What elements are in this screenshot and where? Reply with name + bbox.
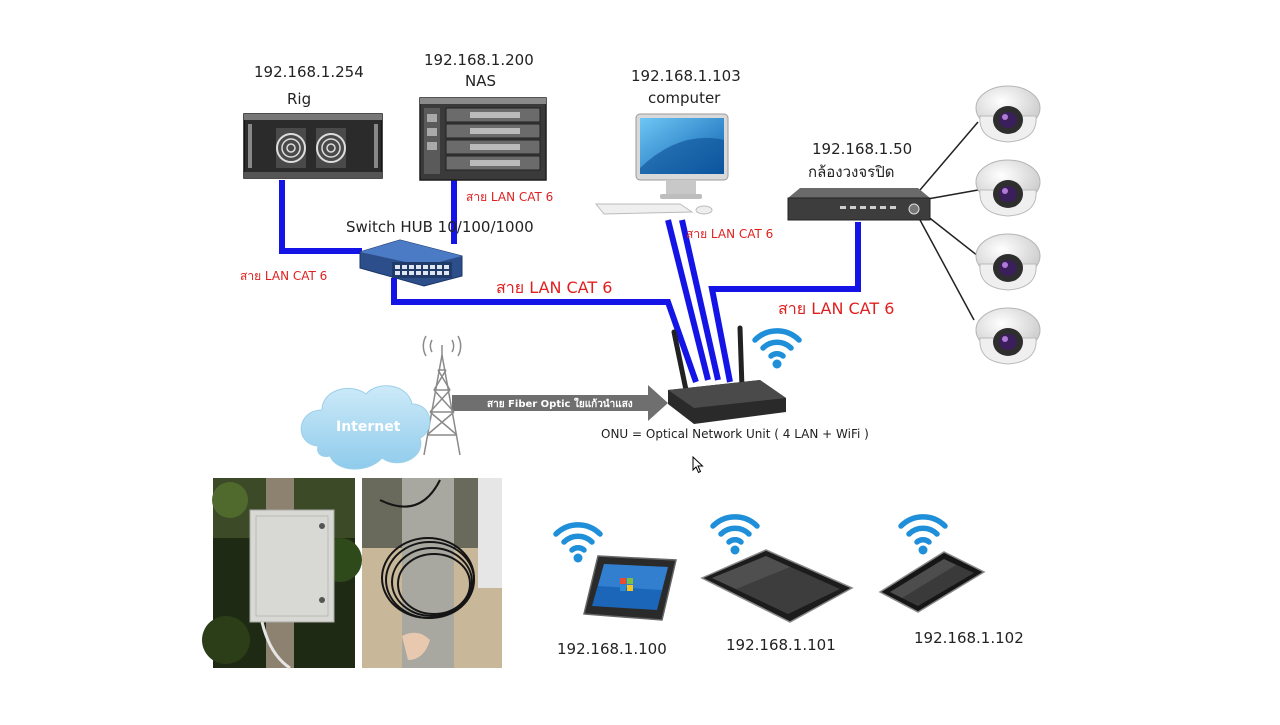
cable-label-nas: สาย LAN CAT 6 [466, 190, 554, 204]
dome-camera-icon [975, 233, 1041, 291]
nas-ip-label: 192.168.1.200 [424, 51, 534, 69]
cable-label-computer: สาย LAN CAT 6 [686, 227, 774, 241]
wifi-icon [755, 331, 799, 369]
onu-name-label: ONU = Optical Network Unit ( 4 LAN + WiF… [601, 427, 869, 441]
cable-computer-onu-a [665, 219, 711, 381]
cable-computer-onu-b [679, 219, 721, 381]
rig-device [243, 113, 383, 179]
fiber-cable-label: สาย Fiber Optic ใยแก้วนำแสง [487, 399, 633, 410]
fiber-arrow [452, 385, 668, 421]
internet-label: Internet [336, 419, 401, 435]
mouse-cursor-icon [692, 456, 704, 474]
fan-icon [316, 128, 346, 168]
cctv-ip-label: 192.168.1.50 [812, 140, 913, 158]
tablet-small-ip-label: 192.168.1.100 [557, 640, 667, 658]
switch-device [359, 239, 463, 287]
cctv-cameras [975, 85, 1041, 365]
computer-name-label: computer [648, 89, 721, 107]
tablet-small-device [583, 555, 677, 621]
cable-switch-onu [391, 278, 699, 383]
nas-device [419, 97, 547, 181]
onu-router [668, 325, 786, 424]
lan-cables [279, 180, 861, 383]
photo-cabinet [202, 478, 362, 670]
wifi-icon [901, 517, 945, 555]
dome-camera-icon [975, 85, 1041, 143]
rig-ip-label: 192.168.1.254 [254, 63, 364, 81]
nas-name-label: NAS [465, 72, 497, 90]
dvr-device [787, 188, 931, 221]
tablet-large-device [700, 549, 854, 623]
computer-device [594, 113, 729, 215]
cctv-camera-wires [919, 121, 979, 321]
cable-cctv-onu [708, 222, 861, 383]
computer-ip-label: 192.168.1.103 [631, 67, 741, 85]
fan-icon [276, 128, 306, 168]
phone-ip-label: 192.168.1.102 [914, 629, 1024, 647]
dome-camera-icon [975, 159, 1041, 217]
rig-name-label: Rig [287, 90, 312, 108]
dome-camera-icon [975, 307, 1041, 365]
cable-label-cctv: สาย LAN CAT 6 [778, 299, 895, 318]
cable-rig-switch [279, 180, 362, 254]
tablet-large-ip-label: 192.168.1.101 [726, 636, 836, 654]
cctv-name-label: กล้องวงจรปิด [808, 163, 895, 181]
cable-label-rig: สาย LAN CAT 6 [240, 269, 328, 283]
internet-cloud [300, 385, 431, 470]
cable-label-switch: สาย LAN CAT 6 [496, 278, 613, 297]
switch-name-label: Switch HUB 10/100/1000 [346, 218, 534, 236]
tower-icon [422, 335, 462, 456]
wifi-icon [556, 525, 600, 563]
phone-device [878, 551, 986, 613]
windows-logo-icon [620, 578, 633, 591]
photo-cable-coil [362, 478, 502, 668]
wifi-icon [713, 517, 757, 555]
